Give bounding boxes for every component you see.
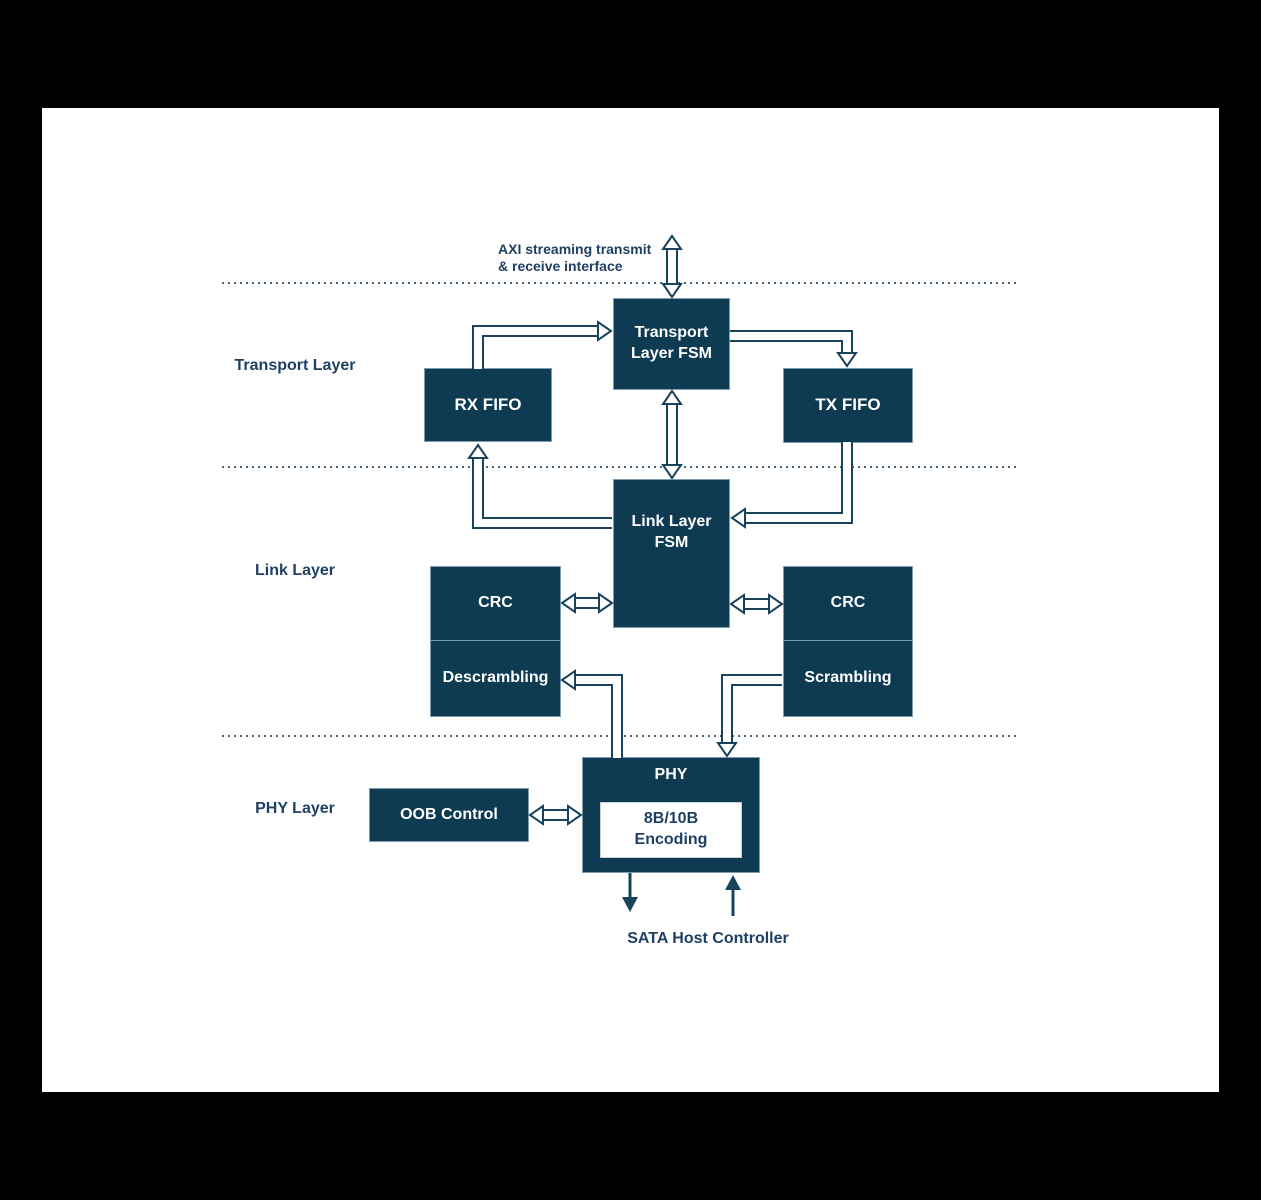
- block-oob-control: OOB Control: [369, 788, 529, 842]
- block-phy: PHY 8B/10B Encoding: [582, 757, 760, 873]
- block-scrambling: Scrambling: [783, 640, 913, 717]
- link-layer-label: Link Layer: [254, 562, 336, 579]
- block-tx-fifo: TX FIFO: [783, 368, 913, 443]
- block-descrambling: Descrambling: [430, 640, 561, 717]
- transport-layer-label: Transport Layer: [234, 357, 356, 374]
- block-8b10b-encoding: 8B/10B Encoding: [600, 802, 742, 858]
- axi-interface-note-line2: & receive interface: [498, 258, 623, 274]
- block-link-layer-fsm: Link Layer FSM: [613, 479, 730, 628]
- phy-block-title: PHY: [654, 766, 688, 783]
- sata-host-controller-label: SATA Host Controller: [627, 930, 789, 947]
- axi-interface-note-line1: AXI streaming transmit: [498, 241, 652, 257]
- phy-layer-label: PHY Layer: [255, 800, 335, 817]
- block-crc-rx: CRC: [430, 566, 561, 641]
- block-transport-layer-fsm: Transport Layer FSM: [613, 298, 730, 390]
- block-rx-fifo: RX FIFO: [424, 368, 552, 442]
- block-crc-tx: CRC: [783, 566, 913, 641]
- axi-interface-note: AXI streaming transmit & receive interfa…: [498, 241, 651, 275]
